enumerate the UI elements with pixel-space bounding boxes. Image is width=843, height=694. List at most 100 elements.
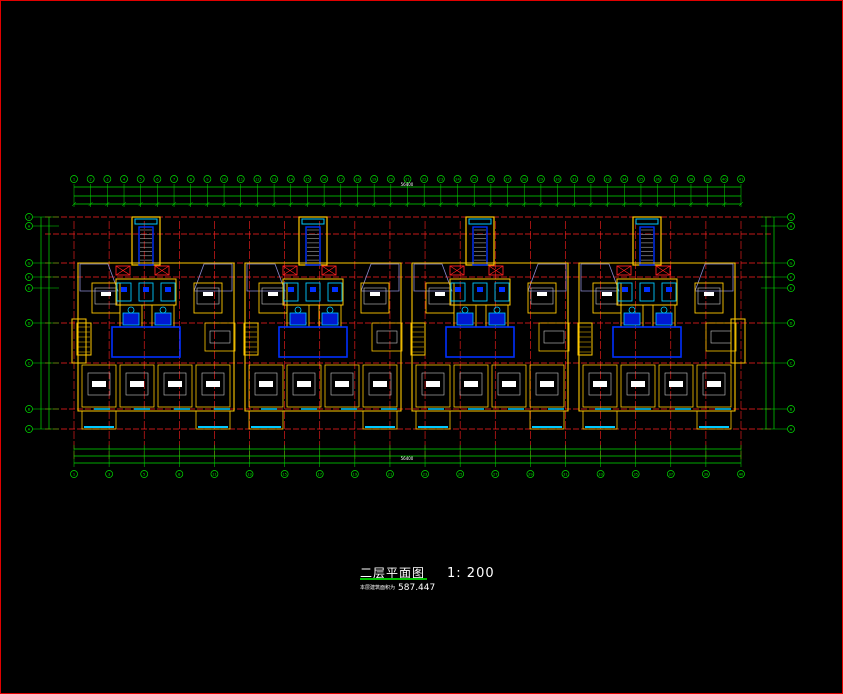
axis-bubble [653,175,662,183]
core-fixture [666,287,672,292]
axis-bubble-label: 37 [669,473,674,477]
apartment-units [71,216,746,430]
axis-bubble [280,470,289,478]
end-stair-left [71,318,87,364]
balcony-top-left [580,263,620,292]
core-fixture [143,287,149,292]
axis-bubble [470,175,479,183]
axis-bubble-label: 10 [222,178,227,182]
axis-bubble-label: 16 [322,178,327,182]
axis-bubble [186,175,195,183]
axis-bubble [503,175,512,183]
dining-table [376,330,398,344]
room-label-tag [101,292,111,296]
room-wall [694,282,724,314]
dining-room [705,322,737,352]
drawing-scale: 1: 200 [447,566,495,581]
dimension-slash [605,201,610,207]
axis-bubble [170,175,178,183]
axis-bubble [456,470,465,478]
dining-room [538,322,570,352]
balcony-rail [418,426,448,428]
shaft-cross [655,265,671,276]
shaft-box [321,265,337,276]
axis-bubble [245,470,254,478]
dimension-slash [305,201,310,207]
bedroom-wall [195,364,231,408]
axis-bubble [105,470,113,478]
axis-bubble-label: 31 [572,178,577,182]
balcony-bottom [248,410,284,430]
core-cell [661,282,677,302]
axis-bubble [603,175,612,183]
floor-area-value: 587.447 [398,583,436,593]
axis-bubble [687,175,695,183]
bed [702,372,726,396]
dimension-slash [205,201,210,207]
axis-bubble-label: H [790,224,793,228]
axis-bubble-label: 3 [108,473,110,477]
corridor-outline [111,326,181,358]
axis-bubble [315,470,324,478]
toilet-fixture [660,306,668,314]
axis-bubble [70,175,78,183]
axis-bubble [270,175,278,183]
axis-bubble-label: 2 [90,178,92,182]
axis-bubble [491,470,500,478]
balcony-bottom [81,410,117,430]
unit-outer-wall [77,262,235,412]
room-wall [193,282,223,314]
bedroom-wall [582,364,618,408]
dimension-slash [221,201,227,207]
axis-bubble [666,470,675,478]
dining-table [710,330,732,344]
dimension-slash [672,201,677,207]
axis-bubble [420,175,429,183]
dimension-slash [705,201,710,207]
bathroom-fixture [623,312,641,326]
axis-bubble-label: 17 [339,178,344,182]
bedroom-wall [453,364,489,408]
room-label-tag [707,381,721,387]
apartment-unit [410,216,570,430]
room-label-tag [669,381,683,387]
axis-bubble-label: J [789,215,791,219]
room-label-tag [464,381,478,387]
axis-bubble-label: 29 [528,473,533,477]
core-cell [639,282,655,302]
axis-bubble-label: 40 [722,178,727,182]
stair-run [472,226,488,266]
dimension-slash [421,201,427,207]
axis-bubble-label: 39 [704,473,709,477]
axis-bubble-label: 38 [689,178,694,182]
room-label-tag [602,292,612,296]
core-cell [617,282,633,302]
bathroom-fixture [154,312,172,326]
core-fixture [622,287,628,292]
overall-dimension-bottom: 56400 [401,456,414,461]
dimension-slash [105,201,110,207]
room-label-tag [537,292,547,296]
axis-bubble [175,470,184,478]
axis-bubble-label: 25 [472,178,477,182]
core-cell [450,282,466,302]
room-label-tag [370,292,380,296]
stair-run [138,226,154,266]
bathroom-fixture [655,312,673,326]
axis-bubble-label: 5 [143,473,145,477]
room-label-tag [540,381,554,387]
bed [664,372,688,396]
axis-bubble [631,470,640,478]
dining-table [543,330,565,344]
dimension-slash [455,201,460,207]
core-fixture [332,287,338,292]
axis-bubble [526,470,535,478]
core-cell [472,282,488,302]
balcony-bottom [529,410,565,430]
axis-bubble-label: H [28,224,31,228]
dining-room [204,322,236,352]
corridor-outline [612,326,682,358]
balcony-top-left [79,263,119,292]
